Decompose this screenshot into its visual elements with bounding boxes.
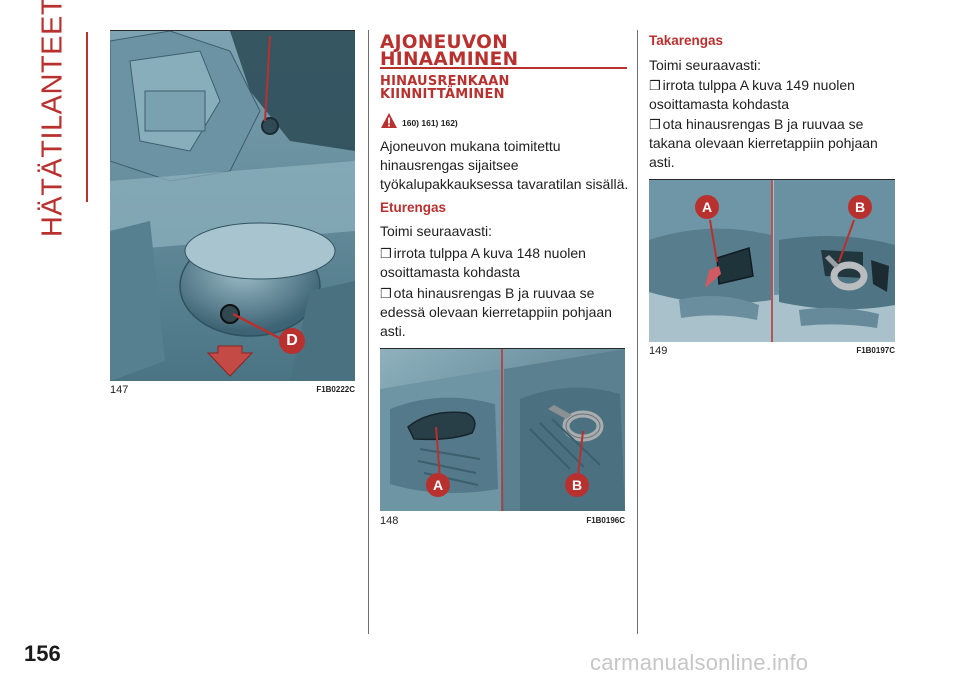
front-step-1-text: irrota tulppa A kuva 148 nuolen osoittam… bbox=[380, 245, 586, 280]
figure-147-caption: 147 F1B0222C bbox=[110, 384, 355, 398]
section-subtitle-line1: HINAUSRENKAAN bbox=[380, 74, 510, 89]
page-number: 156 bbox=[24, 641, 61, 666]
bullet-checkbox-icon: ❒ bbox=[380, 286, 392, 301]
rear-step-1: ❒irrota tulppa A kuva 149 nuolen osoitta… bbox=[649, 76, 889, 114]
figure-148-code: F1B0196C bbox=[586, 516, 625, 525]
callout-d: D bbox=[279, 328, 305, 354]
section-title-line2: HINAAMINEN bbox=[380, 49, 519, 70]
front-step-1: ❒irrota tulppa A kuva 148 nuolen osoitta… bbox=[380, 244, 612, 282]
callout-a: A bbox=[695, 195, 719, 219]
callout-a: A bbox=[426, 473, 450, 497]
bullet-checkbox-icon: ❒ bbox=[649, 117, 661, 132]
chapter-side-rule bbox=[86, 32, 88, 202]
callout-b: B bbox=[848, 195, 872, 219]
figure-148-number: 148 bbox=[380, 515, 399, 527]
front-step-2: ❒ota hinausrengas B ja ruuvaa se edessä … bbox=[380, 284, 612, 341]
rear-step-1-text: irrota tulppa A kuva 149 nuolen osoittam… bbox=[649, 77, 855, 112]
chapter-side-title: HÄTÄTILANTEET bbox=[26, 0, 80, 237]
rear-lead: Toimi seuraavasti: bbox=[649, 57, 762, 73]
rear-step-2-text: ota hinausrengas B ja ruuvaa se takana o… bbox=[649, 116, 878, 170]
column-divider-2 bbox=[637, 30, 638, 634]
section-title-rule bbox=[380, 67, 627, 69]
figure-149-number: 149 bbox=[649, 345, 668, 357]
section-subtitle-line2: KIINNITTÄMINEN bbox=[380, 86, 505, 102]
figure-147-number: 147 bbox=[110, 384, 129, 396]
front-lead: Toimi seuraavasti: bbox=[380, 223, 493, 239]
bullet-checkbox-icon: ❒ bbox=[649, 78, 661, 93]
chapter-side-title-text: HÄTÄTILANTEET bbox=[36, 0, 69, 238]
figure-149: A B bbox=[649, 179, 895, 342]
front-step-2-text: ota hinausrengas B ja ruuvaa se edessä o… bbox=[380, 285, 612, 339]
section-title-line1: AJONEUVON bbox=[380, 32, 508, 53]
warning-references: 160) 161) 162) bbox=[402, 118, 458, 128]
figure-147: D bbox=[110, 30, 355, 381]
column-divider-1 bbox=[368, 30, 369, 634]
watermark: carmanualsonline.info bbox=[590, 650, 809, 675]
figure-149-caption: 149 F1B0197C bbox=[649, 345, 895, 359]
callout-b: B bbox=[565, 473, 589, 497]
warning-triangle-icon bbox=[380, 112, 398, 134]
figure-149-code: F1B0197C bbox=[856, 346, 895, 355]
figure-147-code: F1B0222C bbox=[316, 385, 355, 394]
figure-148-caption: 148 F1B0196C bbox=[380, 515, 625, 529]
bullet-checkbox-icon: ❒ bbox=[380, 246, 392, 261]
section-subtitle: HINAUSRENKAAN KIINNITTÄMINEN bbox=[380, 74, 627, 102]
figure-148: A B bbox=[380, 348, 625, 511]
rear-heading: Takarengas bbox=[649, 33, 724, 48]
intro-paragraph: Ajoneuvon mukana toimitettu hinausrengas… bbox=[380, 138, 629, 192]
rear-step-2: ❒ota hinausrengas B ja ruuvaa se takana … bbox=[649, 115, 889, 172]
front-heading: Eturengas bbox=[380, 200, 447, 215]
section-title: AJONEUVON HINAAMINEN bbox=[380, 32, 627, 70]
